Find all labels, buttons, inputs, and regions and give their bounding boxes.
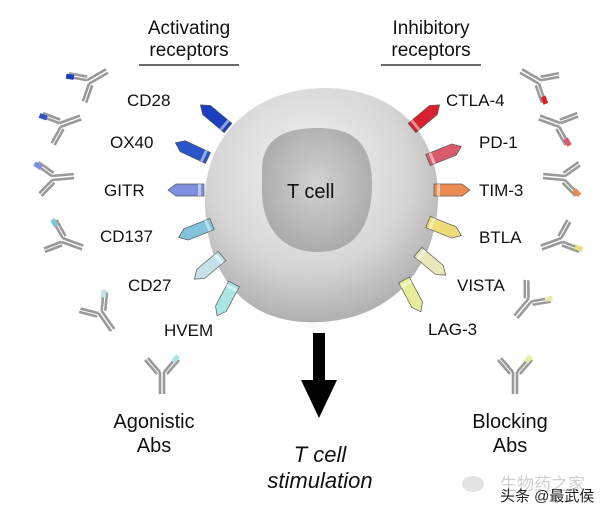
activating-receptors-header: Activating receptors xyxy=(126,18,252,62)
antibody-gitr xyxy=(33,161,75,197)
header-line-2: receptors xyxy=(391,40,471,61)
antibody-ox40 xyxy=(38,111,82,146)
receptor-label-ctla-4: CTLA-4 xyxy=(446,91,505,110)
receptor-label-hvem: HVEM xyxy=(164,321,214,340)
receptor-label-gitr: GITR xyxy=(104,181,145,200)
header-line-2: receptors xyxy=(149,40,229,61)
receptor-cd28 xyxy=(199,104,233,134)
receptor-pd-1 xyxy=(425,143,462,167)
receptor-label-lag-3: LAG-3 xyxy=(428,320,478,339)
outcome-line-2: stimulation xyxy=(267,468,373,493)
antibody-cd27 xyxy=(78,289,116,332)
antibody-lag-3 xyxy=(497,354,533,394)
watermark-text: 头条 @最武侯 xyxy=(500,488,595,505)
receptor-lag-3 xyxy=(398,276,423,313)
stimulation-arrow xyxy=(301,333,337,418)
arrow-head xyxy=(301,380,337,418)
receptor-label-cd137: CD137 xyxy=(100,227,153,246)
antibody-vista xyxy=(513,279,553,319)
watermark-faded-text: 生物药之家 xyxy=(500,475,585,494)
footer-line-1: Blocking xyxy=(472,411,548,433)
footer-line-2: Abs xyxy=(492,435,528,457)
arrow-shaft xyxy=(313,333,325,383)
receptor-hvem xyxy=(215,280,240,317)
t-cell-label: T cell xyxy=(287,181,335,203)
t-cell-stimulation-label: T cell stimulation xyxy=(250,442,390,494)
receptor-label-btla: BTLA xyxy=(479,228,522,247)
antibody-cd28 xyxy=(65,68,109,104)
receptor-btla xyxy=(425,215,462,239)
header-line-1: Activating xyxy=(147,18,231,39)
blocking-abs-label: Blocking Abs xyxy=(450,410,570,458)
receptor-label-cd27: CD27 xyxy=(128,276,172,295)
antibody-ctla-4 xyxy=(519,68,560,105)
antibody-pd-1 xyxy=(538,111,579,147)
receptor-label-tim-3: TIM-3 xyxy=(479,181,524,200)
footer-line-1: Agonistic xyxy=(113,411,195,433)
receptor-gitr xyxy=(167,183,205,197)
receptor-cd137 xyxy=(178,217,215,241)
watermark-chat-icon xyxy=(462,476,484,492)
antibody-cd137 xyxy=(43,218,84,254)
receptor-ctla-4 xyxy=(407,104,441,134)
receptor-cd27 xyxy=(193,250,227,280)
t-cell-nucleus xyxy=(262,128,372,252)
header-line-1: Inhibitory xyxy=(392,18,470,39)
receptor-vista xyxy=(413,246,447,276)
receptor-label-vista: VISTA xyxy=(457,276,505,295)
receptor-label-pd-1: PD-1 xyxy=(479,133,518,152)
footer-line-2: Abs xyxy=(136,435,172,457)
antibody-btla xyxy=(540,219,584,254)
receptor-label-cd28: CD28 xyxy=(127,91,171,110)
outcome-line-1: T cell xyxy=(293,442,347,467)
antibody-hvem xyxy=(144,354,180,394)
receptor-tim-3 xyxy=(433,183,471,197)
receptor-label-ox40: OX40 xyxy=(110,133,154,152)
antibody-tim-3 xyxy=(542,161,582,198)
receptor-ox40 xyxy=(174,140,212,164)
inhibitory-receptors-header: Inhibitory receptors xyxy=(368,18,494,62)
agonistic-abs-label: Agonistic Abs xyxy=(94,410,214,458)
